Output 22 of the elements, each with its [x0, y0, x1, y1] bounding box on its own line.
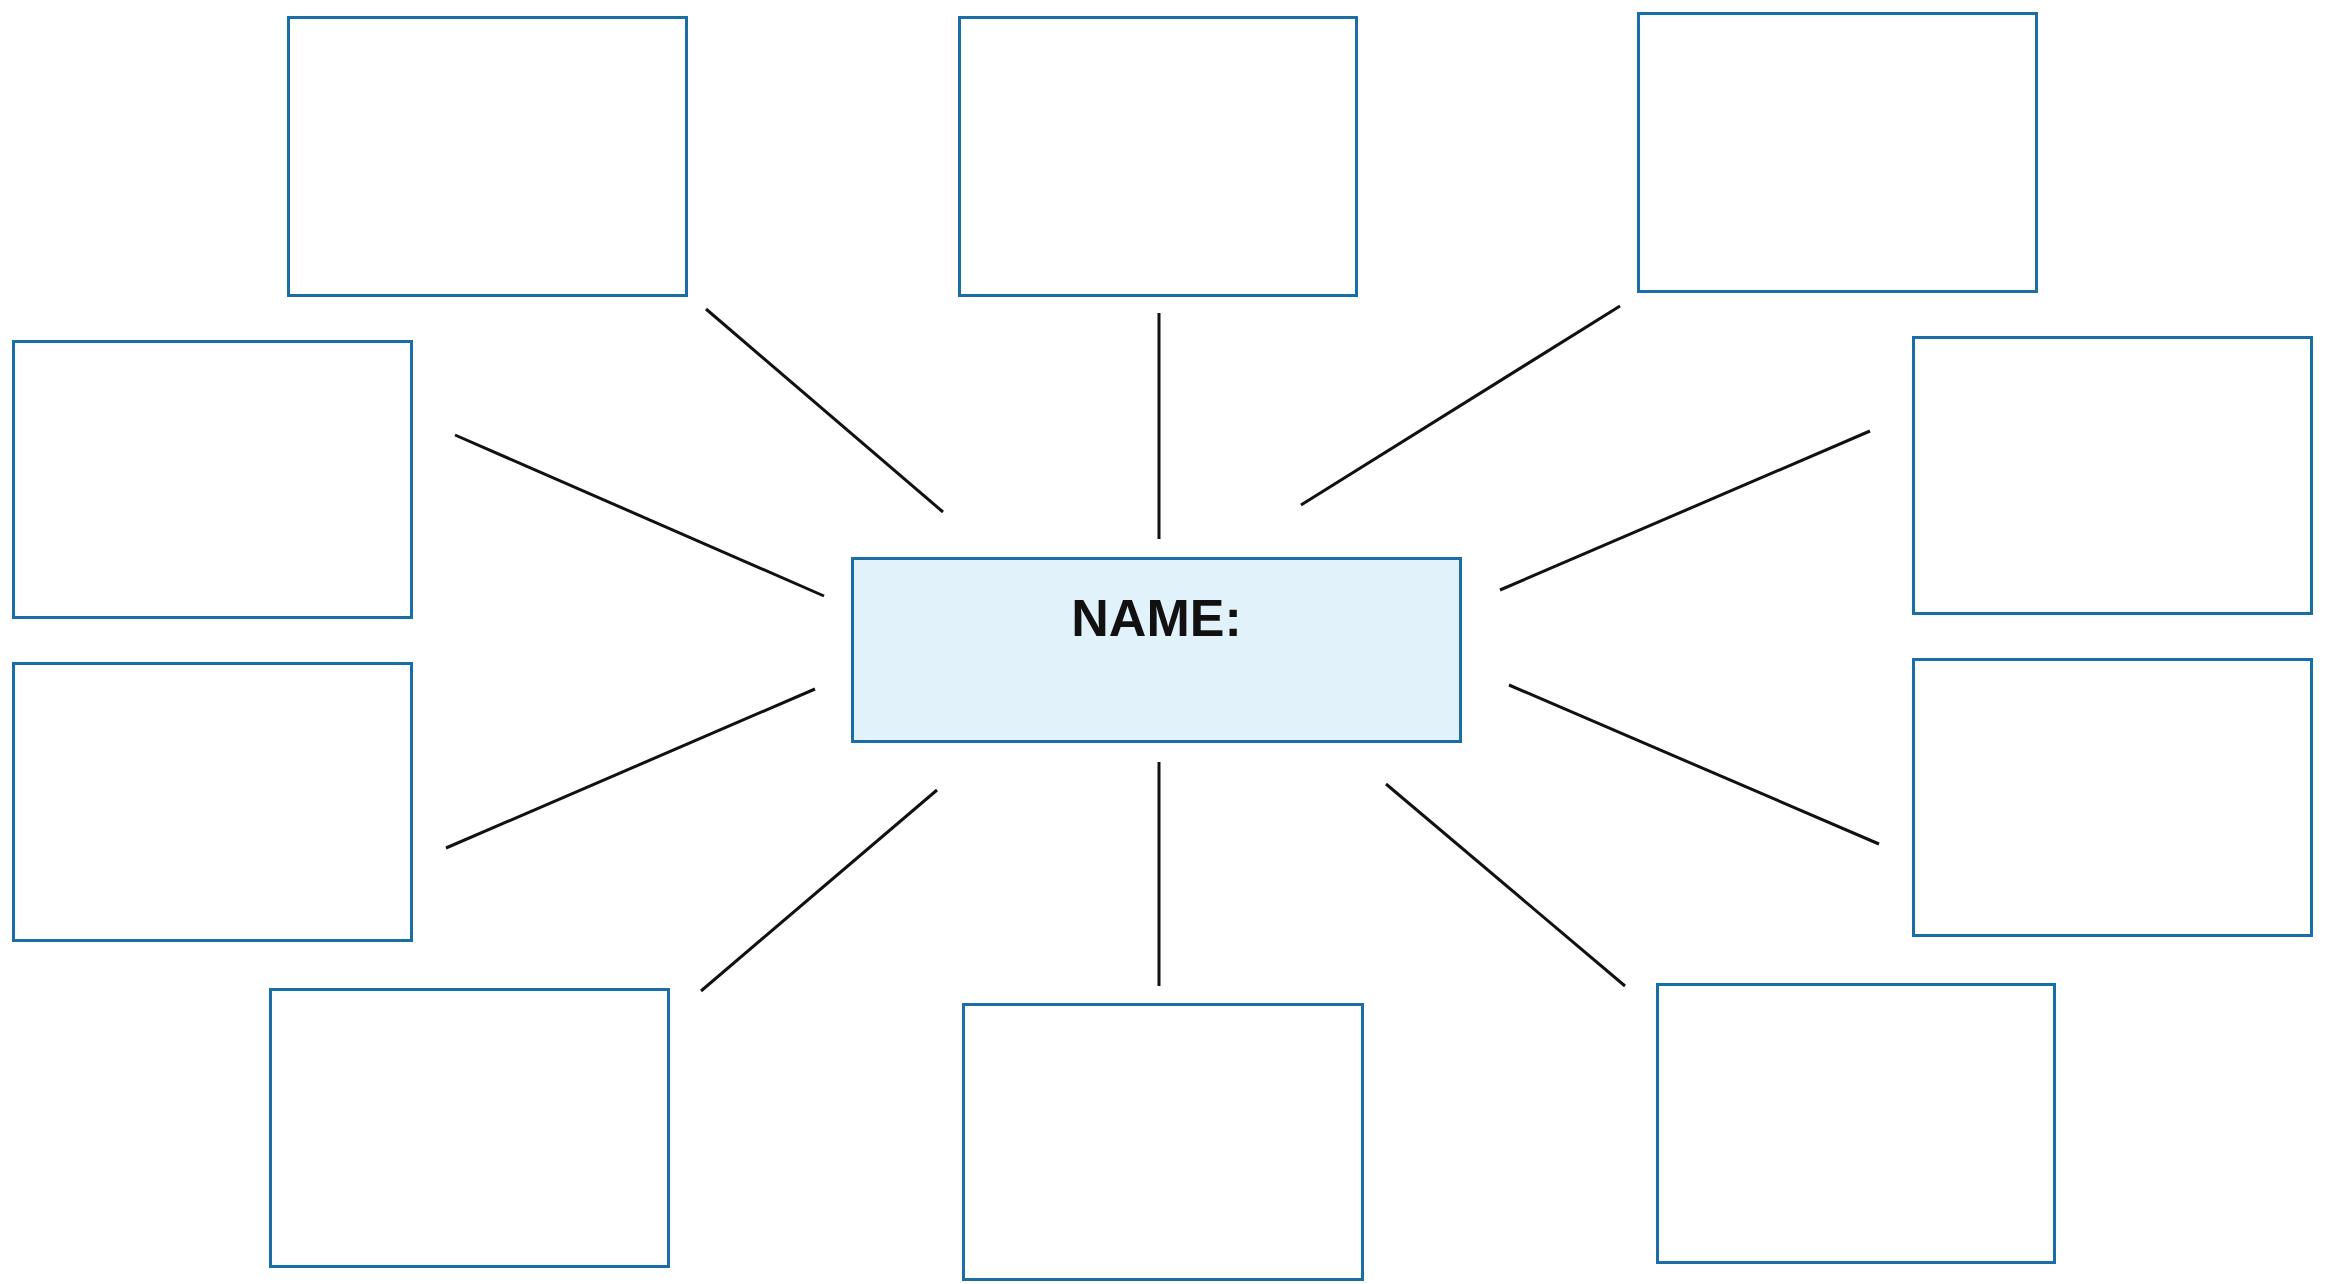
connector-line — [1508, 683, 1880, 846]
empty-box — [269, 988, 670, 1268]
connector-line — [1385, 782, 1626, 988]
empty-box — [958, 16, 1358, 297]
empty-box — [1656, 983, 2056, 1264]
connector-line — [1499, 429, 1871, 592]
connector-line — [454, 433, 825, 598]
empty-box — [12, 662, 413, 942]
connector-line — [705, 307, 944, 514]
connector-line — [1157, 313, 1161, 539]
empty-box — [287, 16, 688, 297]
name-label: NAME: — [1071, 588, 1242, 648]
connector-line — [445, 687, 816, 850]
empty-box — [1912, 658, 2313, 937]
empty-box — [12, 340, 413, 619]
empty-box — [962, 1003, 1364, 1281]
empty-box — [1637, 12, 2038, 293]
connector-line — [1157, 762, 1161, 986]
empty-box — [1912, 336, 2313, 615]
connector-line — [1300, 304, 1621, 507]
connector-line — [700, 788, 938, 993]
name-box — [851, 557, 1462, 743]
